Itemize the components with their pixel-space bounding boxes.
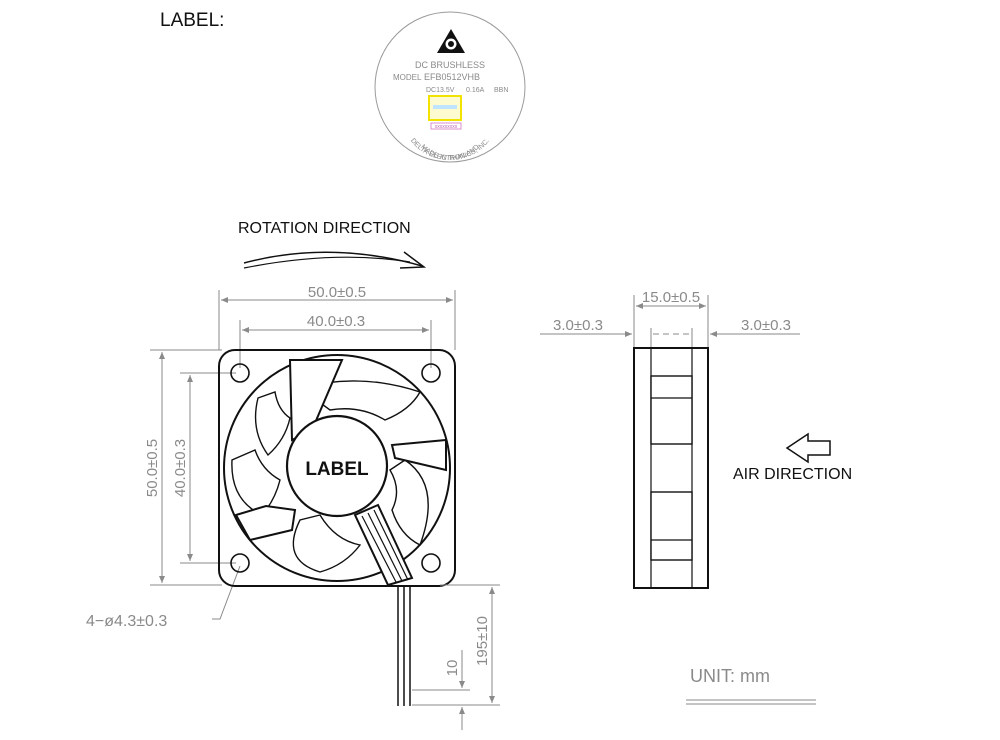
- fan-blade: [389, 459, 429, 546]
- rotation-direction-label: ROTATION DIRECTION: [238, 220, 411, 237]
- dim-mounting-holes: 4−ø4.3±0.3: [86, 613, 167, 630]
- dim-width-inner: 40.0±0.3: [307, 313, 365, 330]
- delta-logo-icon: [437, 29, 465, 53]
- air-direction-arrow-icon: [785, 432, 831, 464]
- front-dimensions: [150, 290, 456, 620]
- label-sticker: DC BRUSHLESS MODEL EFB0512VHB DC13.5V 0.…: [374, 11, 526, 163]
- label-model-number: EFB0512VHB: [424, 72, 480, 82]
- side-dimensions: [540, 295, 800, 348]
- hub-label-text: LABEL: [305, 459, 369, 480]
- label-product-type: DC BRUSHLESS: [415, 60, 485, 70]
- lead-dimensions: [412, 584, 500, 730]
- rotation-arrow-icon: [243, 251, 427, 269]
- fan-blade: [298, 380, 422, 421]
- dim-left-flange: 3.0±0.3: [553, 317, 603, 334]
- mounting-hole-top-left: [230, 363, 250, 383]
- label-rating-current: 0.16A: [466, 87, 485, 94]
- side-window-bottom: [650, 491, 693, 561]
- mounting-hole-top-right: [421, 363, 441, 383]
- dim-right-flange: 3.0±0.3: [741, 317, 791, 334]
- label-sticker-outline: [374, 11, 526, 163]
- fan-blade: [231, 449, 281, 516]
- fan-blade: [254, 391, 291, 457]
- fan-blade: [292, 514, 362, 573]
- unit-label: UNIT: mm: [690, 666, 770, 686]
- label-section-title: LABEL:: [160, 10, 224, 31]
- dim-width-outer: 50.0±0.5: [308, 284, 366, 301]
- label-barcode-text: xxxxxxxxx: [435, 124, 458, 130]
- dim-lead-strip: 10: [444, 660, 461, 677]
- dim-height-outer: 50.0±0.5: [144, 439, 161, 497]
- side-window-top: [650, 375, 693, 445]
- dim-lead-length: 195±10: [474, 616, 491, 666]
- label-blue-strip: [433, 105, 457, 109]
- dim-thickness: 15.0±0.5: [642, 289, 700, 306]
- lead-wires: [397, 585, 411, 706]
- fan-venturi-circle: [223, 354, 451, 582]
- dim-height-inner: 40.0±0.3: [172, 439, 189, 497]
- label-pink-box: [430, 122, 462, 130]
- mounting-hole-bottom-right: [421, 553, 441, 573]
- label-rating-voltage: DC13.5V: [426, 87, 455, 94]
- fan-frame-outline: [218, 349, 456, 587]
- side-frame-outline: [633, 347, 709, 589]
- label-model-prefix: MODEL: [393, 73, 422, 82]
- fan-spokes: [234, 359, 447, 587]
- fan-blades: [231, 380, 429, 573]
- air-direction-label: AIR DIRECTION: [733, 466, 852, 483]
- wire-guide-lines: [361, 509, 409, 583]
- fan-front-view: LABEL: [218, 349, 456, 706]
- mounting-hole-bottom-left: [230, 553, 250, 573]
- fan-hub: [285, 414, 389, 518]
- fan-side-view: [633, 347, 709, 589]
- label-rating-code: BBN: [494, 87, 508, 94]
